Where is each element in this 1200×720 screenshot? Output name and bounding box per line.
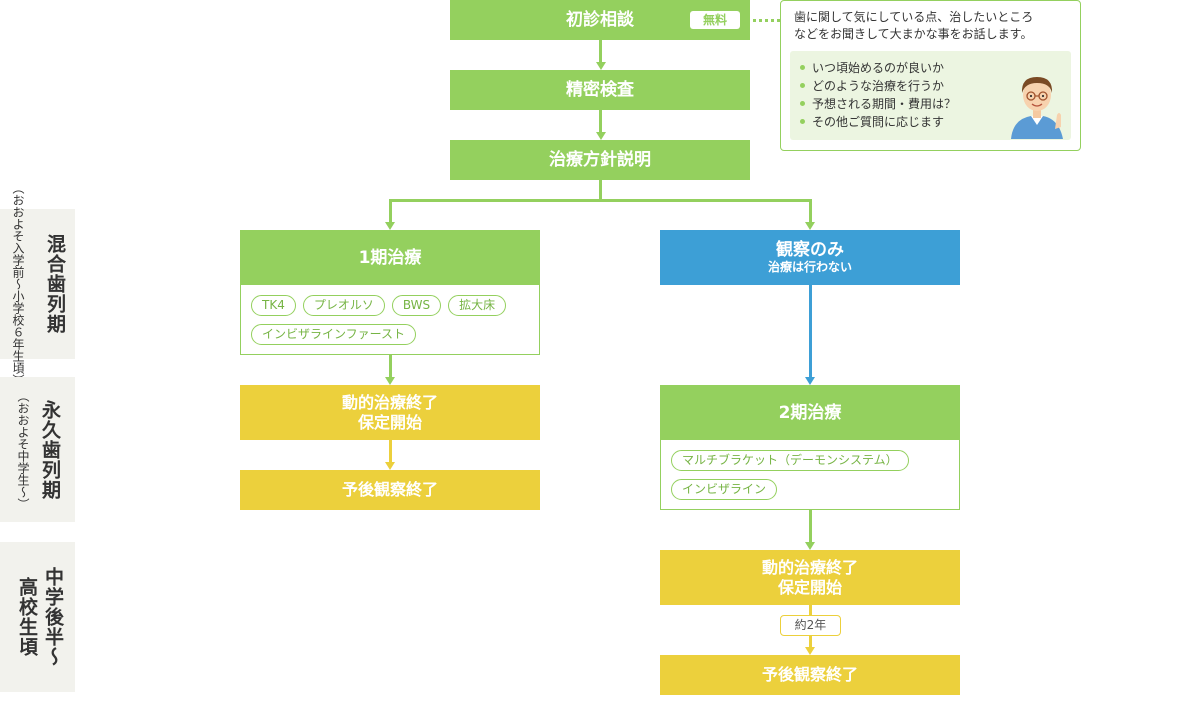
period-permanent-note: （おおよそ中学生〜）: [16, 389, 30, 510]
connector-line: [599, 40, 602, 62]
left-retention-line2: 保定開始: [357, 412, 422, 432]
connector-arrow: [805, 647, 815, 655]
phase2-treatment-label: 2期治療: [778, 402, 842, 423]
period-late-title: 中学後半〜: [42, 567, 64, 667]
info-bullet-item: 予想される期間・費用は？: [800, 95, 956, 113]
connector-line: [389, 440, 392, 462]
info-bullet-item: どのような治療を行うか: [800, 77, 956, 95]
connector-arrow: [805, 542, 815, 550]
option-pill: インビザライン: [671, 479, 778, 500]
period-late-junior-high: 中学後半〜 高校生頃: [0, 542, 75, 692]
info-bullet-list: いつ頃始めるのが良いか どのような治療を行うか 予想される期間・費用は？ その他…: [800, 59, 956, 131]
option-pill: BWS: [391, 295, 442, 316]
phase2-treatment-box: 2期治療: [660, 385, 960, 440]
bullet-dot-icon: [800, 83, 805, 88]
connector-arrow: [385, 462, 395, 470]
duration-label: 約2年: [780, 615, 841, 636]
info-intro-line2: などをお聞きして大まかな事をお話します。: [794, 27, 1033, 41]
period-permanent-dentition: 永久歯列期 （おおよそ中学生〜）: [0, 377, 75, 522]
info-bullet-item: いつ頃始めるのが良いか: [800, 59, 956, 77]
connector-line: [809, 510, 812, 542]
period-permanent-title: 永久歯列期: [39, 399, 61, 500]
connector-arrow: [596, 132, 606, 140]
connector-line: [809, 285, 812, 377]
phase1-treatment-box: 1期治療: [240, 230, 540, 285]
option-pill: TK4: [251, 295, 296, 316]
observation-only-sub: 治療は行わない: [767, 260, 852, 274]
detailed-exam-box: 精密検査: [450, 70, 750, 110]
observation-only-box: 観察のみ 治療は行わない: [660, 230, 960, 285]
bullet-dot-icon: [800, 65, 805, 70]
period-mixed-note: （おおよそ入学前〜小学校６年生頃）: [11, 182, 25, 386]
left-retention-line1: 動的治療終了: [341, 392, 438, 412]
info-bullet-text: いつ頃始めるのが良いか: [812, 61, 945, 75]
branch-line: [389, 199, 812, 202]
branch-line: [389, 199, 392, 222]
phase1-treatment-label: 1期治療: [358, 247, 422, 268]
bullet-dot-icon: [800, 101, 805, 106]
option-pill: 拡大床: [448, 295, 507, 316]
connector-arrow: [805, 222, 815, 230]
right-observation-end-box: 予後観察終了: [660, 655, 960, 695]
right-retention-box: 動的治療終了 保定開始: [660, 550, 960, 605]
info-bullet-panel: いつ頃始めるのが良いか どのような治療を行うか 予想される期間・費用は？ その他…: [790, 51, 1071, 140]
period-mixed-title: 混合歯列期: [44, 234, 66, 334]
info-bullet-text: 予想される期間・費用は？: [812, 97, 957, 111]
initial-consultation-label: 初診相談: [566, 10, 634, 30]
period-mixed-dentition: 混合歯列期 （おおよそ入学前〜小学校６年生頃）: [0, 182, 75, 386]
right-observation-end-label: 予後観察終了: [761, 665, 858, 684]
treatment-plan-label: 治療方針説明: [549, 150, 651, 170]
free-badge: 無料: [690, 11, 740, 29]
left-retention-box: 動的治療終了 保定開始: [240, 385, 540, 440]
info-intro-line1: 歯に関して気にしている点、治したいところ: [794, 10, 1034, 24]
treatment-plan-box: 治療方針説明: [450, 140, 750, 180]
right-retention-line1: 動的治療終了: [761, 557, 858, 577]
period-late-sub: 高校生頃: [16, 577, 38, 657]
branch-line: [599, 180, 602, 201]
option-pill: マルチブラケット（デーモンシステム）: [671, 450, 909, 471]
connector-arrow: [596, 62, 606, 70]
doctor-illustration-icon: [1011, 77, 1063, 139]
branch-line: [809, 199, 812, 222]
observation-only-label: 観察のみ: [776, 240, 844, 260]
phase2-options-panel: マルチブラケット（デーモンシステム） インビザライン: [660, 440, 960, 510]
consultation-info-box: 歯に関して気にしている点、治したいところ などをお聞きして大まかな事をお話します…: [780, 0, 1081, 151]
left-observation-end-box: 予後観察終了: [240, 470, 540, 510]
info-bullet-text: どのような治療を行うか: [812, 79, 945, 93]
detailed-exam-label: 精密検査: [566, 80, 634, 100]
info-dotted-connector: [753, 19, 780, 22]
info-bullet-item: その他ご質問に応じます: [800, 113, 956, 131]
left-observation-end-label: 予後観察終了: [341, 480, 438, 499]
info-bullet-text: その他ご質問に応じます: [812, 115, 945, 129]
right-retention-line2: 保定開始: [777, 577, 842, 597]
option-pill: インビザラインファースト: [251, 324, 417, 345]
option-pill: プレオルソ: [302, 295, 385, 316]
bullet-dot-icon: [800, 119, 805, 124]
connector-line: [389, 355, 392, 377]
connector-line: [599, 110, 602, 132]
connector-arrow: [805, 377, 815, 385]
phase1-options-panel: TK4 プレオルソ BWS 拡大床 インビザラインファースト: [240, 285, 540, 355]
connector-arrow: [385, 377, 395, 385]
connector-arrow: [385, 222, 395, 230]
